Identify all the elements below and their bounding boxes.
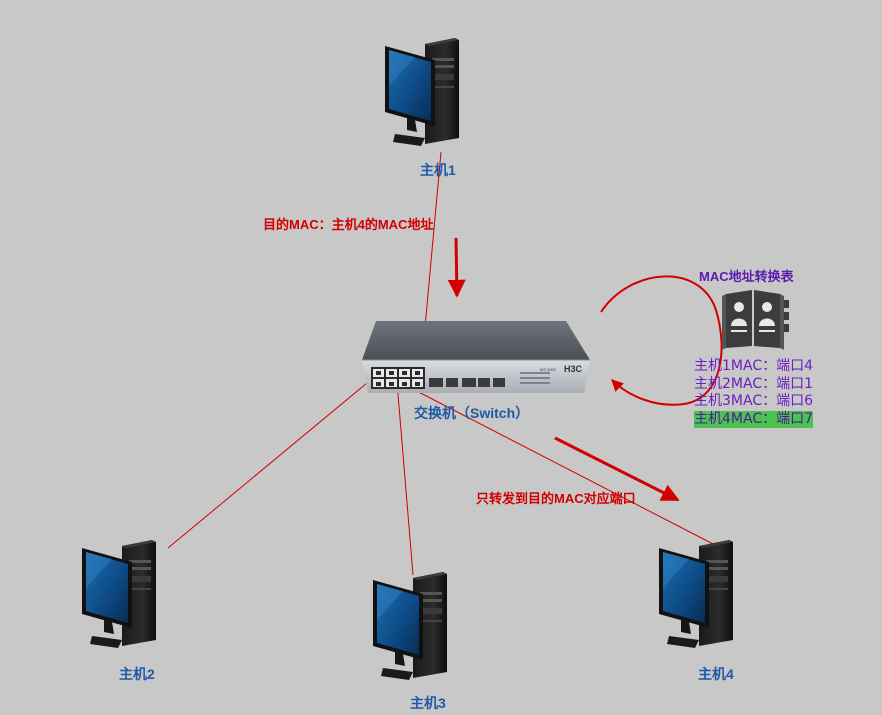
host2-label: 主机2 bbox=[119, 666, 155, 682]
lookup-loop-arrow bbox=[600, 275, 723, 406]
desktop-computer-icon-host2 bbox=[82, 540, 156, 648]
mac-table: 主机1MAC：端口4 主机2MAC：端口1 主机3MAC：端口6 主机4MAC：… bbox=[694, 358, 813, 428]
desktop-computer-icon-host1 bbox=[385, 38, 459, 146]
network-switch-icon: H3C MS 5000 bbox=[362, 321, 590, 393]
link-host4 bbox=[404, 384, 716, 546]
host4-label: 主机4 bbox=[698, 666, 734, 682]
mac-table-row-host3: 主机3MAC：端口6 bbox=[694, 393, 813, 409]
mac-table-row-host1: 主机1MAC：端口4 bbox=[694, 358, 813, 374]
link-host2 bbox=[167, 377, 374, 549]
forward-annotation: 只转发到目的MAC对应端口 bbox=[476, 491, 636, 506]
address-book-icon bbox=[722, 290, 789, 350]
desktop-computer-icon-host4 bbox=[659, 540, 733, 648]
switch-model: MS 5000 bbox=[540, 367, 557, 372]
link-host3 bbox=[396, 381, 414, 576]
host1-label: 主机1 bbox=[420, 162, 456, 178]
mac-table-row-host4: 主机4MAC：端口7 bbox=[694, 410, 813, 428]
arrow-right-icon bbox=[554, 436, 680, 502]
dest-mac-annotation: 目的MAC：主机4的MAC地址 bbox=[263, 217, 434, 232]
mac-table-row-host2: 主机2MAC：端口1 bbox=[694, 375, 813, 392]
desktop-computer-icon-host3 bbox=[373, 572, 447, 680]
arrow-down-icon bbox=[447, 237, 466, 298]
mac-table-title: MAC地址转换表 bbox=[699, 269, 794, 284]
host3-label: 主机3 bbox=[410, 695, 446, 711]
switch-brand: H3C bbox=[564, 364, 583, 374]
switch-label: 交换机（Switch） bbox=[414, 405, 530, 421]
